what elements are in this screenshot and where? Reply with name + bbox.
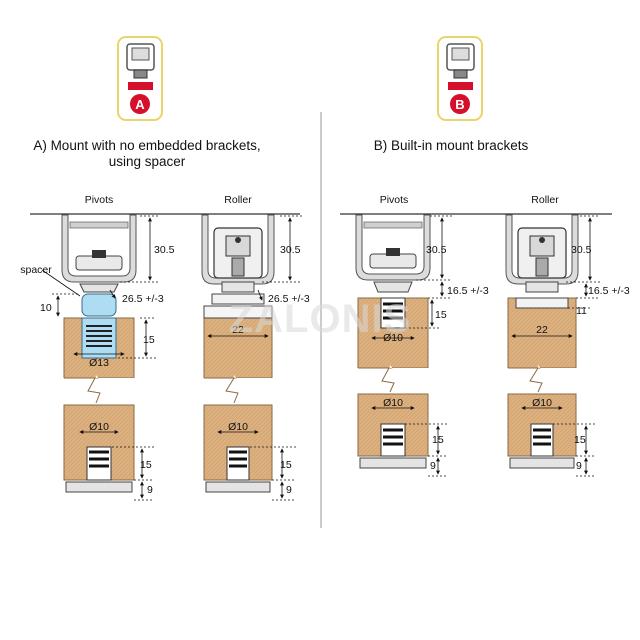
badge-a: A — [117, 36, 163, 121]
a-pivots-assembly — [60, 214, 140, 493]
a-roller-dim-9: 9 — [286, 484, 292, 496]
b-roller-dim-9: 9 — [576, 460, 582, 472]
a-roller-dim-phi10: Ø10 — [228, 421, 248, 433]
col-a-roller: Roller — [224, 194, 252, 206]
b-roller-dim-15: 15 — [574, 434, 586, 446]
badge-a-letter: A — [135, 97, 145, 112]
b-roller-dim-11: 11 — [576, 305, 587, 317]
section-a-title-line1: A) Mount with no embedded brackets, — [33, 138, 260, 153]
a-pivots-dim-26-5: 26.5 +/-3 — [122, 293, 164, 305]
b-pivots-dim-9: 9 — [430, 460, 436, 472]
b-roller-assembly — [504, 214, 580, 469]
a-roller-dim-22: 22 — [232, 324, 244, 336]
b-pivots-dim-30-5: 30.5 — [426, 244, 447, 256]
a-pivots-dim-15-bottom: 15 — [140, 459, 152, 471]
a-roller-dim-15: 15 — [280, 459, 292, 471]
spacer-label: spacer — [20, 264, 52, 276]
section-a-title-line2: using spacer — [109, 154, 186, 169]
b-pivots-dim-15-top: 15 — [435, 309, 447, 321]
b-roller-dim-22: 22 — [536, 324, 548, 336]
a-roller-dim-26-5: 26.5 +/-3 — [268, 293, 310, 305]
b-roller-dim-30-5: 30.5 — [571, 244, 592, 256]
section-b-title: B) Built-in mount brackets — [374, 138, 529, 153]
b-pivots-dim-phi10-top: Ø10 — [383, 332, 403, 344]
a-roller-assembly — [200, 214, 276, 493]
col-b-pivots: Pivots — [380, 194, 409, 206]
a-pivots-dim-30-5: 30.5 — [154, 244, 175, 256]
b-pivots-dim-16-5: 16.5 +/-3 — [447, 285, 489, 297]
badge-b-letter: B — [455, 97, 464, 112]
b-roller-dim-phi10: Ø10 — [532, 397, 552, 409]
a-pivots-dim-9: 9 — [147, 484, 153, 496]
watermark-text: ZALONIS — [229, 297, 412, 341]
a-roller-dim-30-5: 30.5 — [280, 244, 301, 256]
dimension-lines — [41, 215, 600, 501]
b-pivots-dim-15-bottom: 15 — [432, 434, 444, 446]
badge-b: B — [437, 36, 483, 121]
a-pivots-dim-10: 10 — [40, 302, 52, 314]
a-pivots-dim-15-top: 15 — [143, 334, 155, 346]
b-pivots-assembly — [354, 214, 432, 469]
a-pivots-dim-phi10: Ø10 — [89, 421, 109, 433]
col-b-roller: Roller — [531, 194, 559, 206]
a-pivots-dim-phi13: Ø13 — [89, 357, 109, 369]
b-roller-dim-16-5: 16.5 +/-3 — [588, 285, 630, 297]
col-a-pivots: Pivots — [85, 194, 114, 206]
b-pivots-dim-phi10-bottom: Ø10 — [383, 397, 403, 409]
